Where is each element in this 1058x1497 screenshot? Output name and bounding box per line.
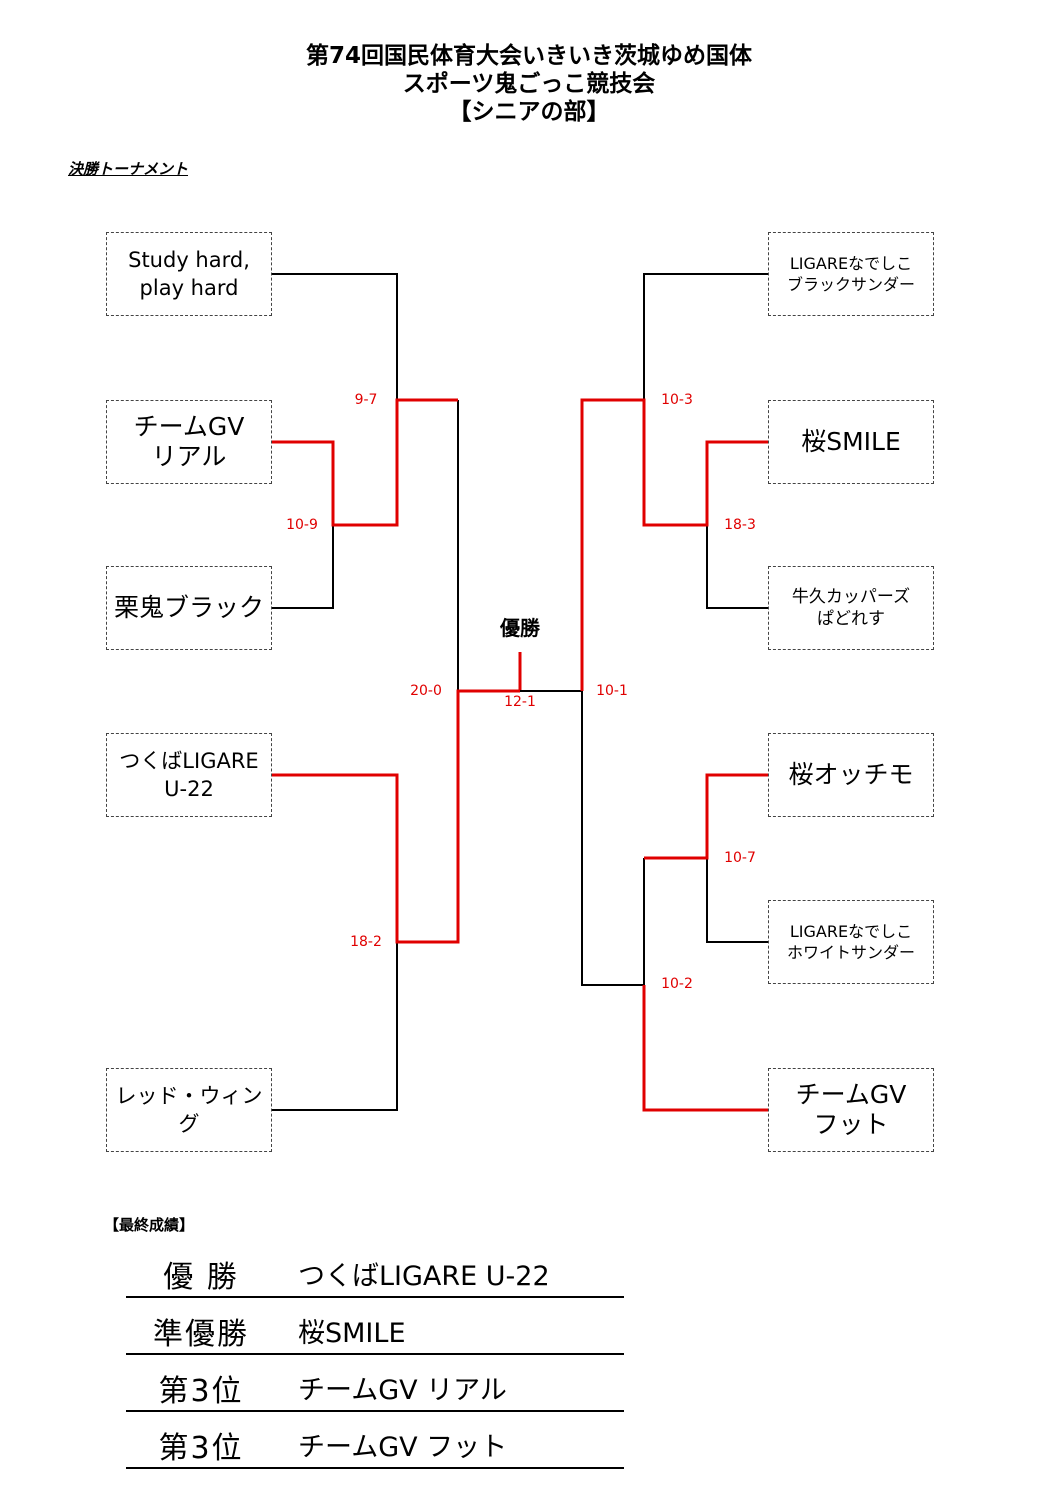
- team-box: 栗鬼ブラック: [106, 566, 272, 650]
- bracket-line: [272, 273, 398, 400]
- champion-label: 優勝: [500, 616, 540, 640]
- result-team: 桜SMILE: [298, 1318, 406, 1349]
- result-row: 準優勝 桜SMILE: [126, 1299, 624, 1355]
- team-box: Study hard, play hard: [106, 232, 272, 316]
- team-box: 桜SMILE: [768, 400, 934, 484]
- team-box: LIGAREなでしこ ブラックサンダー: [768, 232, 934, 316]
- result-row: 第3位 チームGV リアル: [126, 1356, 624, 1412]
- final-score: 12-1: [504, 694, 536, 710]
- bracket-line: [580, 398, 768, 691]
- bracket-line: [581, 691, 644, 986]
- result-rank: 準優勝: [153, 1317, 249, 1352]
- result-row: 優 勝 つくばLIGARE U-22: [126, 1242, 624, 1298]
- bracket-line: [706, 525, 768, 609]
- match-score: 10-1: [596, 683, 628, 699]
- team-box: 牛久カッパーズ ぱどれす: [768, 566, 934, 650]
- result-team: つくばLIGARE U-22: [298, 1261, 550, 1292]
- team-box: つくばLIGARE U-22: [106, 733, 272, 817]
- result-rank: 優 勝: [163, 1260, 239, 1295]
- result-row: 第3位 チームGV フット: [126, 1413, 624, 1469]
- team-box: LIGAREなでしこ ホワイトサンダー: [768, 900, 934, 984]
- bracket-line: [643, 273, 768, 400]
- team-box: チームGV フット: [768, 1068, 934, 1152]
- event-title: スポーツ鬼ごっこ競技会: [402, 71, 656, 97]
- team-box: 桜オッチモ: [768, 733, 934, 817]
- bracket-line: [272, 525, 334, 609]
- match-score: 18-3: [724, 517, 756, 533]
- match-score: 10-7: [724, 850, 756, 866]
- bracket-lines: [272, 273, 768, 1112]
- bracket-line: [644, 773, 768, 860]
- section-subtitle: 決勝トーナメント: [68, 160, 189, 178]
- team-box: チームGV リアル: [106, 400, 272, 484]
- bracket-line: [642, 985, 768, 1112]
- final-results-heading: 【最終成績】: [104, 1216, 195, 1234]
- bracket-line: [272, 942, 398, 1111]
- bracket-line: [272, 398, 458, 527]
- match-score: 10-9: [286, 517, 318, 533]
- bracket-line: [272, 689, 520, 944]
- division-title: 【シニアの部】: [448, 99, 610, 125]
- result-team: チームGV リアル: [298, 1375, 507, 1406]
- team-box: レッド・ウィング: [106, 1068, 272, 1152]
- match-score: 9-7: [354, 392, 378, 408]
- result-rank: 第3位: [158, 1431, 244, 1466]
- result-team: チームGV フット: [298, 1432, 508, 1463]
- bracket-line: [706, 858, 768, 943]
- page-title: 第74回国民体育大会いきいき茨城ゆめ国体: [305, 43, 752, 69]
- match-score: 18-2: [350, 934, 382, 950]
- match-score: 10-3: [661, 392, 693, 408]
- result-rank: 第3位: [158, 1374, 244, 1409]
- match-score: 20-0: [410, 683, 442, 699]
- match-score: 10-2: [661, 976, 693, 992]
